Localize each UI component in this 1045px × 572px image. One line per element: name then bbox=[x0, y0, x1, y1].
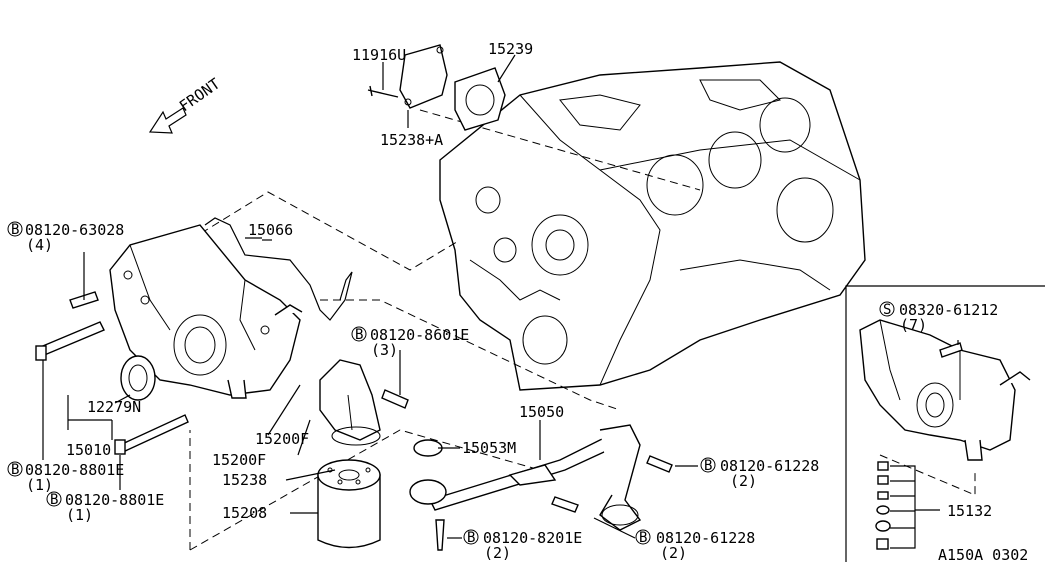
catalog-code: A150A 0302 bbox=[938, 546, 1028, 564]
svg-text:B: B bbox=[467, 530, 475, 546]
part-label: 15066 bbox=[248, 221, 293, 239]
svg-text:B: B bbox=[704, 458, 712, 474]
svg-text:08120-8801E: 08120-8801E bbox=[65, 491, 164, 509]
bolt-callout-b4: B 08120-8801E (1) bbox=[46, 491, 164, 524]
svg-text:B: B bbox=[639, 530, 647, 546]
inset-panel bbox=[845, 285, 1045, 562]
part-label: 11916U bbox=[352, 46, 406, 64]
svg-text:08320-61212: 08320-61212 bbox=[899, 301, 998, 319]
part-label: 12279N bbox=[87, 398, 141, 416]
part-label: 15238+A bbox=[380, 131, 443, 149]
filter-bracket bbox=[319, 359, 381, 446]
part-label: 15132 bbox=[947, 502, 992, 520]
part-label: 15238 bbox=[222, 471, 267, 489]
bolt-callout-b7: B 08120-61228 (2) bbox=[635, 529, 755, 562]
svg-text:(4): (4) bbox=[26, 236, 53, 254]
svg-text:08120-8601E: 08120-8601E bbox=[370, 326, 469, 344]
svg-text:08120-63028: 08120-63028 bbox=[25, 221, 124, 239]
svg-text:B: B bbox=[11, 222, 19, 238]
part-label: 15200F bbox=[255, 430, 309, 448]
part-label: 15053M bbox=[462, 439, 516, 457]
part-label: 15200F bbox=[212, 451, 266, 469]
bolt-callout-b5: B 08120-61228 (2) bbox=[700, 457, 819, 490]
svg-text:08120-61228: 08120-61228 bbox=[720, 457, 819, 475]
svg-text:B: B bbox=[355, 327, 363, 343]
gasket-15053M bbox=[413, 439, 443, 457]
oil-strainer-pipe bbox=[409, 424, 642, 531]
seal-12279N bbox=[120, 355, 156, 401]
engine-block bbox=[439, 61, 866, 391]
oil-filter bbox=[317, 459, 381, 549]
svg-text:(7): (7) bbox=[900, 316, 927, 334]
svg-text:(2): (2) bbox=[660, 544, 687, 562]
part-label: 15050 bbox=[519, 403, 564, 421]
part-label: 15010 bbox=[66, 441, 111, 459]
svg-text:(1): (1) bbox=[66, 506, 93, 524]
oil-pump-front-cover bbox=[109, 224, 303, 399]
part-label: 15208 bbox=[222, 504, 267, 522]
small-bolt-icon-2 bbox=[435, 455, 673, 551]
svg-text:08120-8801E: 08120-8801E bbox=[25, 461, 124, 479]
small-bolt-icon bbox=[381, 389, 409, 409]
svg-text:08120-61228: 08120-61228 bbox=[656, 529, 755, 547]
svg-text:(2): (2) bbox=[730, 472, 757, 490]
bolt-callout-b1: B 08120-63028 (4) bbox=[7, 221, 124, 254]
bolt-callout-b3: B 08120-8801E (1) bbox=[7, 461, 124, 494]
bolt-callout-b6: B 08120-8201E (2) bbox=[463, 529, 582, 562]
svg-text:(1): (1) bbox=[26, 476, 53, 494]
part-label: 15239 bbox=[488, 40, 533, 58]
svg-text:(2): (2) bbox=[484, 544, 511, 562]
bolt-callout-s1: S 08320-61212 (7) bbox=[879, 301, 998, 334]
svg-text:B: B bbox=[11, 462, 19, 478]
front-label: FRONT bbox=[176, 75, 223, 116]
svg-text:B: B bbox=[50, 492, 58, 508]
svg-text:08120-8201E: 08120-8201E bbox=[483, 529, 582, 547]
cover-plate bbox=[367, 44, 448, 109]
gasket-15239 bbox=[454, 67, 506, 131]
svg-text:S: S bbox=[883, 302, 891, 318]
front-arrow-icon bbox=[148, 107, 187, 134]
svg-text:(3): (3) bbox=[371, 341, 398, 359]
bolt-callout-b2: B 08120-8601E (3) bbox=[351, 326, 469, 359]
